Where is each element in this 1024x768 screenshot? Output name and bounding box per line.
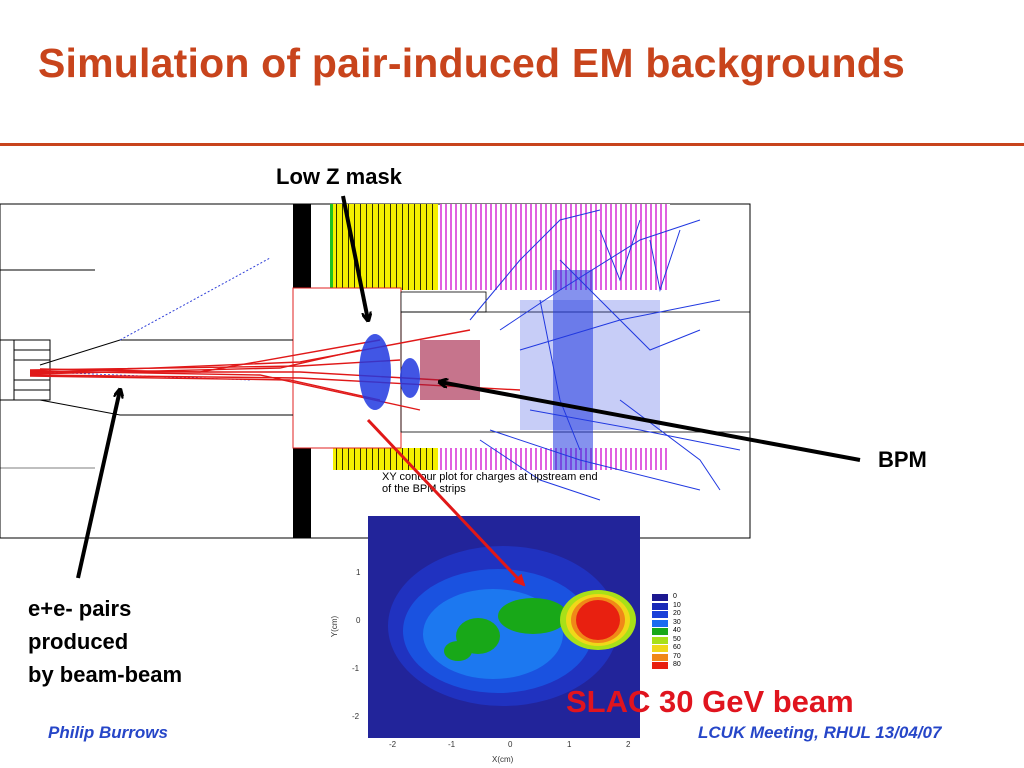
legend-label: 30 [673,618,681,626]
legend-swatch [652,662,668,669]
pairs-label: e+e- pairs produced by beam-beam [28,596,183,687]
legend-swatch [652,628,668,635]
simulation-display [0,203,751,539]
legend-swatch [652,653,668,661]
contour-plot [368,516,640,738]
legend-swatch [652,619,668,627]
footer-meeting: LCUK Meeting, RHUL 13/04/07 [698,723,942,742]
x-axis-label: X(cm) [492,755,514,764]
xtick: 2 [626,740,631,749]
legend-label: 70 [673,652,681,660]
calorimeter-top [333,204,438,290]
legend-swatch [652,594,668,601]
legend-swatch [652,611,668,618]
xtick: -1 [448,740,456,749]
xtick: 0 [508,740,513,749]
ytick: 1 [356,568,361,577]
legend-label: 0 [673,593,677,600]
footer-author: Philip Burrows [48,723,168,742]
legend-label: 80 [673,661,681,668]
legend-swatch [652,636,668,644]
slide-title: Simulation of pair-induced EM background… [38,40,905,86]
legend-swatch [652,645,668,652]
mask-shower [359,334,420,410]
legend-label: 40 [673,627,681,634]
pair-tracks [29,329,521,411]
low-z-mask-label: Low Z mask [276,164,402,189]
legend-label: 20 [673,610,681,617]
bpm-label: BPM [878,447,927,472]
legend-label: 60 [673,644,681,651]
ytick: -1 [352,664,360,673]
xtick: -2 [389,740,397,749]
contour-caption: XY contour plot for charges at upstream … [382,471,598,495]
ytick: -2 [352,712,360,721]
beam-label: SLAC 30 GeV beam [566,684,854,719]
title-divider [0,143,1024,146]
legend-swatch [652,602,668,610]
y-axis-label: Y(cm) [330,615,340,638]
legend-label: 10 [673,601,681,609]
ytick: 0 [356,616,361,625]
xtick: 1 [567,740,572,749]
legend-label: 50 [673,635,681,643]
calorimeter-bottom [333,448,438,470]
